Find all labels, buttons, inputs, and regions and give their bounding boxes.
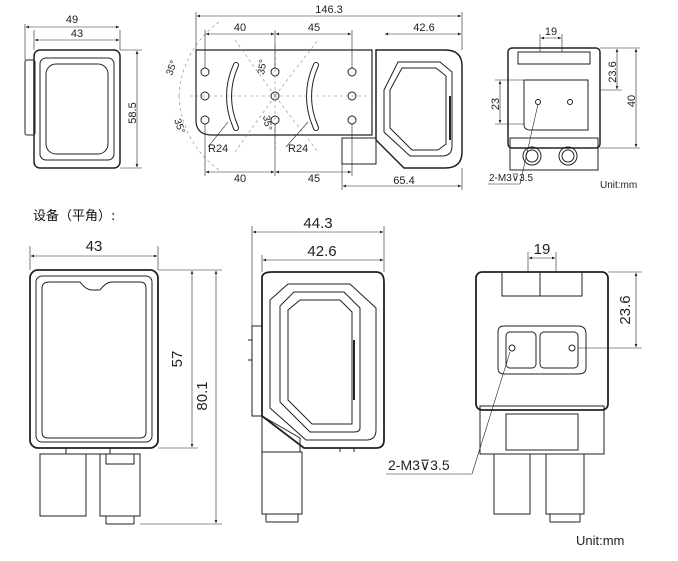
back-h-large: 40 (626, 95, 638, 107)
back-h-small: 23.6 (607, 61, 619, 82)
device-back-view (386, 252, 642, 523)
bracket-total-length: 146.3 (315, 4, 343, 16)
angle-a: 35° (164, 59, 180, 77)
device-screw-depth: 3.5 (430, 457, 450, 473)
device-front-view (29, 246, 222, 525)
back-screw: 2-M3 (489, 173, 512, 184)
unit-label-top: Unit:mm (600, 180, 637, 191)
front-width-outer: 49 (66, 14, 78, 26)
angle-d: 35° (260, 115, 273, 132)
bracket-plate-view (178, 12, 463, 190)
device-front-height-body: 57 (169, 351, 186, 368)
back-screw-depth: 3.5 (519, 173, 533, 184)
front-width-inner: 43 (71, 28, 83, 40)
bracket-bottom-40: 40 (234, 173, 246, 185)
bracket-top-40: 40 (234, 22, 246, 34)
bracket-front-view (24, 24, 142, 169)
unit-label-bottom: Unit:mm (576, 533, 624, 548)
bracket-top-45: 45 (308, 22, 320, 34)
front-height: 58.5 (127, 102, 139, 123)
back-width: 19 (545, 26, 557, 38)
device-side-depth-body: 42.6 (307, 243, 336, 260)
device-side-view (248, 226, 385, 523)
depth-symbol-large: ⊽ (420, 457, 430, 473)
bracket-back-view (488, 34, 640, 185)
device-back-width: 19 (534, 241, 551, 258)
device-screw-label: 2-M3⊽3.5 (388, 457, 450, 473)
radius-left: R24 (208, 143, 228, 155)
device-back-height: 23.6 (617, 295, 634, 324)
radius-right: R24 (288, 143, 308, 155)
angle-c: 35° (256, 59, 269, 76)
side-depth: 42.6 (413, 22, 434, 34)
angle-b: 35° (171, 117, 187, 135)
device-side-depth-total: 44.3 (303, 215, 332, 232)
device-front-width: 43 (86, 238, 103, 255)
back-h-mid: 23 (490, 98, 502, 110)
device-screw: 2-M3 (388, 457, 420, 473)
depth-symbol: ⊽ (512, 173, 519, 184)
side-length: 65.4 (393, 175, 414, 187)
back-screw-label: 2-M3⊽3.5 (489, 173, 533, 184)
bracket-bottom-45: 45 (308, 173, 320, 185)
device-front-height-total: 80.1 (194, 381, 211, 410)
section-title: 设备（平角）: (33, 208, 115, 224)
